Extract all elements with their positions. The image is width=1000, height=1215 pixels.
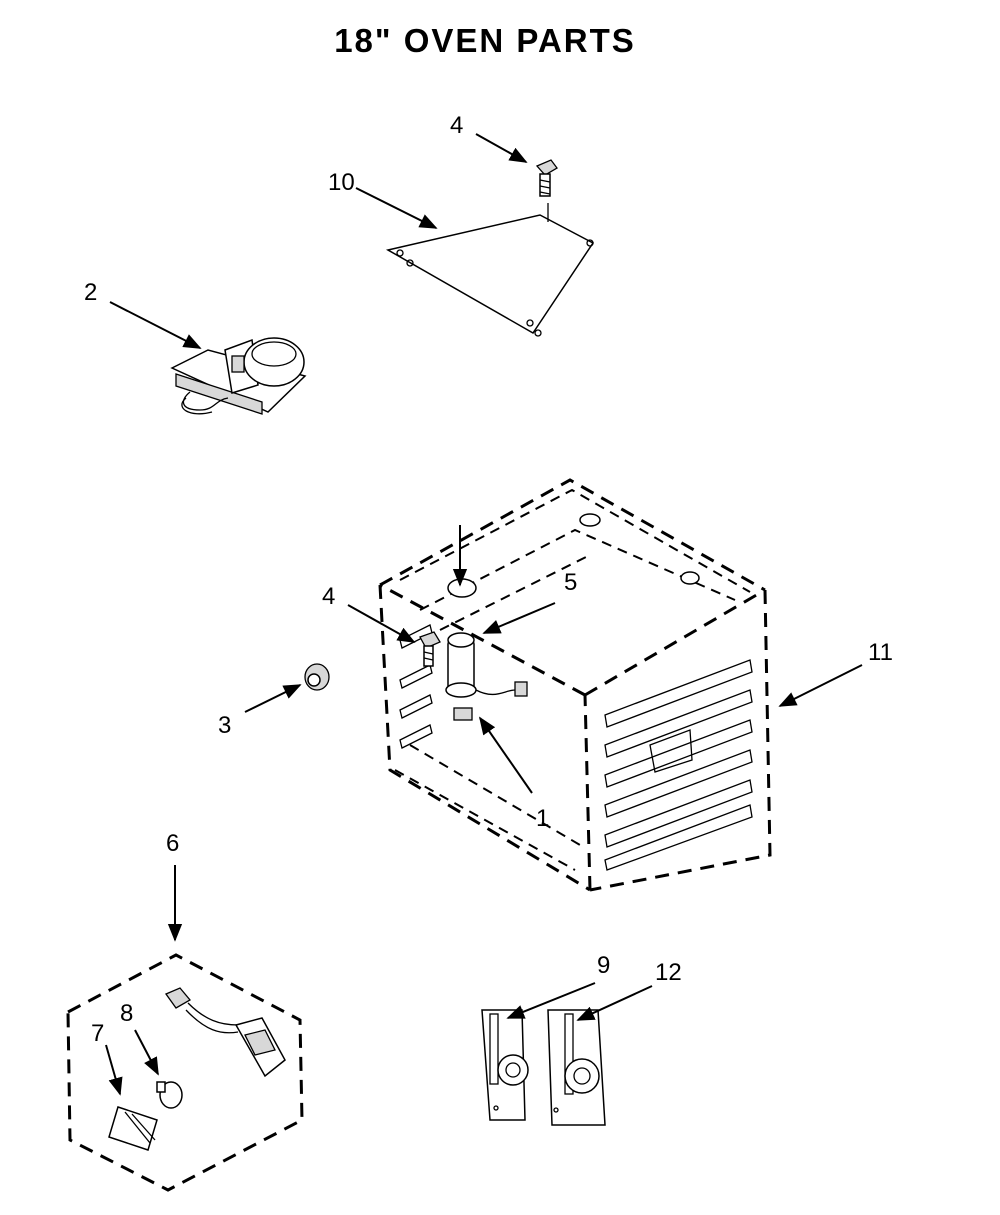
callout-9: 9 (597, 952, 610, 979)
callout-12: 12 (655, 959, 682, 986)
latch-motor-part (170, 337, 307, 415)
cover-plate-part (385, 203, 595, 337)
screw-part-middle (419, 631, 441, 667)
light-kit-part (66, 953, 304, 1192)
rack-slots-right (604, 659, 753, 871)
bracket-part (453, 707, 473, 721)
callout-3: 3 (218, 712, 231, 739)
callout-5: 5 (564, 569, 577, 596)
callout-7: 7 (91, 1020, 104, 1047)
oven-cavity-part (378, 478, 772, 892)
callout-4-middle: 4 (322, 583, 335, 610)
page-title: 18" OVEN PARTS (334, 22, 636, 59)
callout-10: 10 (328, 169, 355, 196)
callout-11: 11 (868, 639, 893, 666)
sensor-part (445, 632, 528, 698)
callout-6: 6 (166, 830, 179, 857)
screw-part-top (535, 159, 558, 197)
callout-8: 8 (120, 1000, 133, 1027)
nut-part (304, 663, 330, 691)
callout-2: 2 (84, 279, 97, 306)
callout-4-top: 4 (450, 112, 463, 139)
hinge-part-right (547, 1009, 606, 1126)
hinge-part-left (481, 1009, 529, 1121)
callout-1: 1 (536, 805, 549, 832)
